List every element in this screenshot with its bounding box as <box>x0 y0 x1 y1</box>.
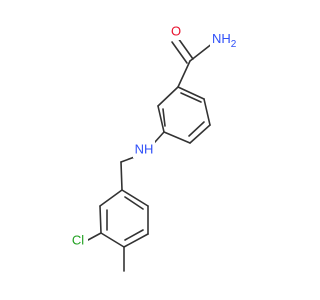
bond-ring2-1 <box>99 189 123 207</box>
bond-c-o-double-a <box>177 37 194 60</box>
bond-ring2-inner-c <box>124 196 144 210</box>
oxygen-atom-label: O <box>171 23 181 38</box>
oxygen-label-bg <box>170 24 182 40</box>
chlorine-label-bg <box>68 232 88 249</box>
bond-ring1-4 <box>163 131 191 144</box>
bond-c-o-double-b <box>171 41 188 64</box>
amine-nitrogen-atom-label: NH <box>135 141 154 156</box>
molecule-structure-diagram: O NH2 NH Cl <box>68 23 237 272</box>
bond-ring1-inner-b <box>188 121 205 137</box>
bond-ring2-3 <box>100 232 125 248</box>
molecule-svg: O NH2 NH Cl <box>68 23 237 272</box>
bond-ring2-6 <box>121 189 149 207</box>
bond-ring2-cl <box>87 232 102 241</box>
bond-ring1-2 <box>203 98 211 126</box>
bond-ring1-1 <box>177 86 205 100</box>
bond-ring1-inner-c <box>162 108 166 127</box>
bond-ch2-ring2 <box>120 161 123 191</box>
bond-ring1-3 <box>189 124 211 144</box>
bond-ring1-6 <box>157 86 179 107</box>
bond-ring2-2 <box>99 205 102 234</box>
chlorine-atom-label: Cl <box>72 232 84 247</box>
bond-c-n-amide <box>189 42 214 62</box>
bond-ring1-5 <box>157 105 165 133</box>
amide-nitrogen-atom-label: NH2 <box>212 31 237 49</box>
bond-ring1-inner-a <box>180 92 202 103</box>
bond-ring2-4 <box>123 233 149 248</box>
bond-ring2-inner-b <box>124 229 144 241</box>
amide-subscript-2: 2 <box>231 39 237 50</box>
bond-amide-ring <box>177 60 191 88</box>
amide-nh-text: NH <box>212 31 231 46</box>
amine-nitrogen-label-bg <box>133 141 155 158</box>
amide-nitrogen-label-bg <box>210 32 236 48</box>
